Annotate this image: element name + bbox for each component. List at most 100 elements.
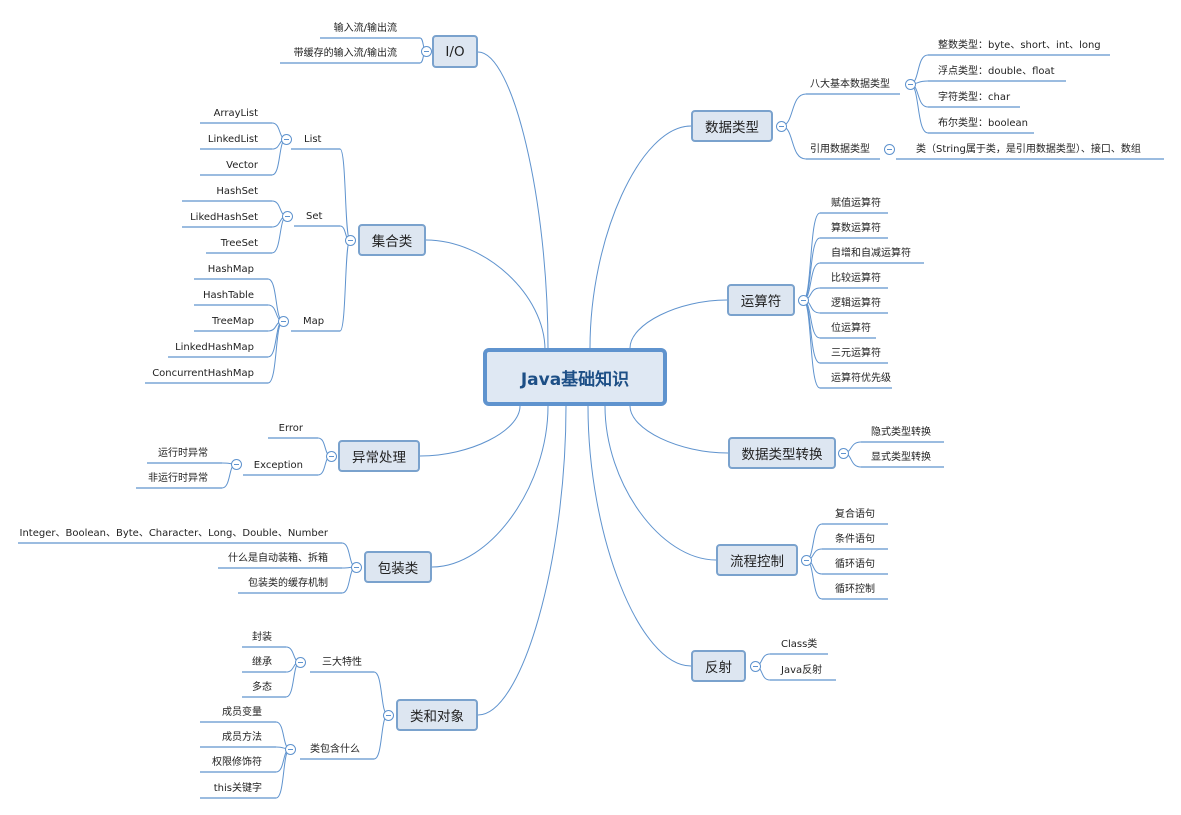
operator-item: 三元运算符 xyxy=(831,348,881,359)
collapse-toggle-reference[interactable] xyxy=(884,144,895,155)
reflection-item: Java反射 xyxy=(781,665,823,676)
set-item: HashSet xyxy=(216,186,258,197)
collapse-toggle-contains[interactable] xyxy=(285,744,296,755)
collapse-toggle-exception[interactable] xyxy=(231,459,242,470)
primitive-item: 字符类型：char xyxy=(938,92,1011,103)
connector-line xyxy=(909,83,929,134)
node-exception: Exception xyxy=(253,460,303,471)
connector-line xyxy=(267,278,284,322)
operator-item: 逻辑运算符 xyxy=(831,298,881,309)
collapse-toggle-set[interactable] xyxy=(282,211,293,222)
collapse-toggle-features[interactable] xyxy=(295,657,306,668)
node-error: Error xyxy=(278,423,303,434)
node-collections[interactable]: 集合类 xyxy=(358,224,426,256)
collapse-toggle-collections[interactable] xyxy=(345,235,356,246)
connector-line xyxy=(339,239,351,332)
connector-line xyxy=(275,748,291,799)
feature-item: 继承 xyxy=(252,657,272,668)
connector-line xyxy=(419,405,521,457)
set-item: TreeSet xyxy=(220,238,258,249)
node-io[interactable]: I/O xyxy=(432,35,478,68)
operator-item: 运算符优先级 xyxy=(831,373,891,384)
conversion-item: 显式类型转换 xyxy=(871,452,931,463)
exception-item: 运行时异常 xyxy=(158,448,208,459)
connector-line xyxy=(477,51,549,349)
flow-item: 循环语句 xyxy=(835,559,875,570)
wrapper-item: 包装类的缓存机制 xyxy=(248,578,328,589)
operator-item: 位运算符 xyxy=(831,323,871,334)
connector-line xyxy=(477,405,567,716)
connector-line xyxy=(587,405,692,667)
collapse-toggle-list[interactable] xyxy=(281,134,292,145)
node-flow[interactable]: 流程控制 xyxy=(716,544,798,576)
exception-item: 非运行时异常 xyxy=(148,473,208,484)
collapse-toggle-exceptions[interactable] xyxy=(326,451,337,462)
map-item: HashMap xyxy=(207,264,254,275)
connector-line xyxy=(780,125,807,160)
collapse-toggle-classes[interactable] xyxy=(383,710,394,721)
list-item: Vector xyxy=(226,160,258,171)
feature-item: 多态 xyxy=(252,682,272,693)
map-item: ConcurrentHashMap xyxy=(152,368,254,379)
collapse-toggle-datatypes[interactable] xyxy=(776,121,787,132)
node-classes[interactable]: 类和对象 xyxy=(396,699,478,731)
primitive-item: 整数类型：byte、short、int、long xyxy=(938,40,1101,51)
flow-item: 复合语句 xyxy=(835,509,875,520)
list-item: ArrayList xyxy=(213,108,258,119)
wrapper-item: Integer、Boolean、Byte、Character、Long、Doub… xyxy=(19,528,329,539)
operator-item: 自增和自减运算符 xyxy=(831,248,911,259)
collapse-toggle-flow[interactable] xyxy=(801,555,812,566)
io-item: 带缓存的输入流/输出流 xyxy=(293,48,397,59)
node-features: 三大特性 xyxy=(322,657,362,668)
flow-item: 循环控制 xyxy=(835,584,875,595)
flow-item: 条件语句 xyxy=(835,534,875,545)
node-set: Set xyxy=(306,211,323,222)
io-item: 输入流/输出流 xyxy=(333,23,397,34)
connector-line xyxy=(373,714,389,760)
conversion-item: 隐式类型转换 xyxy=(871,427,931,438)
collapse-toggle-reflection[interactable] xyxy=(750,661,761,672)
connector-line xyxy=(802,299,821,339)
operator-item: 算数运算符 xyxy=(831,223,881,234)
connector-line xyxy=(629,405,729,454)
contains-item: 权限修饰符 xyxy=(212,757,262,768)
collapse-toggle-wrappers[interactable] xyxy=(351,562,362,573)
primitive-item: 浮点类型：double、float xyxy=(938,66,1055,77)
operator-item: 比较运算符 xyxy=(831,273,881,284)
contains-item: 成员变量 xyxy=(222,707,262,718)
node-datatypes[interactable]: 数据类型 xyxy=(691,110,773,142)
connector-line xyxy=(431,405,549,568)
map-item: LinkedHashMap xyxy=(175,342,254,353)
node-contains: 类包含什么 xyxy=(310,744,360,755)
contains-item: 成员方法 xyxy=(222,732,262,743)
connector-line xyxy=(629,299,728,349)
node-reference: 引用数据类型 xyxy=(810,144,870,155)
collapse-toggle-io[interactable] xyxy=(421,46,432,57)
map-item: TreeMap xyxy=(212,316,254,327)
collapse-toggle-primitive[interactable] xyxy=(905,79,916,90)
collapse-toggle-map[interactable] xyxy=(278,316,289,327)
root-node[interactable]: Java基础知识 xyxy=(483,348,667,406)
contains-item: this关键字 xyxy=(213,783,262,794)
connector-line xyxy=(425,239,546,351)
node-conversion[interactable]: 数据类型转换 xyxy=(728,437,836,469)
node-wrappers[interactable]: 包装类 xyxy=(364,551,432,583)
connector-line xyxy=(802,212,821,301)
wrapper-item: 什么是自动装箱、拆箱 xyxy=(228,553,328,564)
reference-item: 类（String属于类，是引用数据类型）、接口、数组 xyxy=(916,144,1141,155)
primitive-item: 布尔类型：boolean xyxy=(938,118,1028,129)
operator-item: 赋值运算符 xyxy=(831,198,881,209)
collapse-toggle-operators[interactable] xyxy=(798,295,809,306)
set-item: LikedHashSet xyxy=(190,212,258,223)
map-item: HashTable xyxy=(202,290,254,301)
node-primitive: 八大基本数据类型 xyxy=(810,79,890,90)
feature-item: 封装 xyxy=(252,632,272,643)
connector-line xyxy=(373,671,389,716)
collapse-toggle-conversion[interactable] xyxy=(838,448,849,459)
node-reflection[interactable]: 反射 xyxy=(691,650,746,682)
node-exceptions[interactable]: 异常处理 xyxy=(338,440,420,472)
node-operators[interactable]: 运算符 xyxy=(727,284,795,316)
connector-line xyxy=(589,125,692,349)
